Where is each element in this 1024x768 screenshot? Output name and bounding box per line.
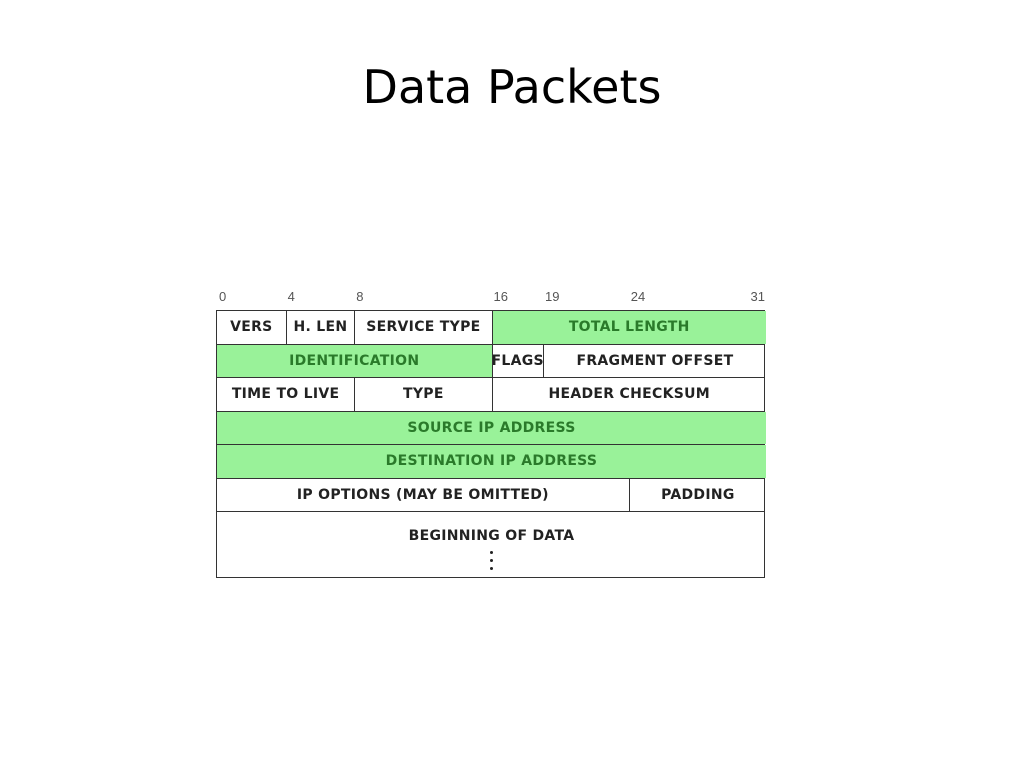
bit-label-19: 19	[544, 289, 560, 304]
field-header-checksum: HEADER CHECKSUM	[491, 378, 767, 411]
field-h-len: H. LEN	[285, 311, 355, 344]
bit-label-31: 31	[750, 289, 765, 304]
field-type: TYPE	[354, 378, 491, 411]
field-fragment-offset: FRAGMENT OFFSET	[542, 344, 766, 377]
bit-position-labels: 0 4 8 16 19 24 31	[216, 289, 765, 307]
packet-row-7: BEGINNING OF DATA	[217, 512, 764, 579]
field-vers: VERS	[230, 319, 273, 336]
vertical-ellipsis-icon	[217, 548, 766, 572]
packet-row-4: SOURCE IP ADDRESS	[217, 411, 766, 445]
field-identification: IDENTIFICATION	[217, 344, 492, 377]
bit-label-8: 8	[356, 289, 364, 304]
field-padding: PADDING	[628, 478, 766, 511]
bit-label-16: 16	[493, 289, 508, 304]
bit-label-24: 24	[630, 289, 646, 304]
slide-title: Data Packets	[362, 60, 662, 114]
field-source-ip-address: SOURCE IP ADDRESS	[217, 411, 766, 444]
field-ip-options-may-be-omitted: IP OPTIONS (MAY BE OMITTED)	[296, 486, 549, 503]
packet-row-5: DESTINATION IP ADDRESS	[217, 445, 766, 479]
field-label: BEGINNING OF DATA	[408, 528, 575, 544]
field-time-to-live: TIME TO LIVE	[231, 386, 340, 403]
field-flags: FLAGS	[491, 344, 543, 377]
bit-label-0: 0	[219, 289, 227, 304]
field-destination-ip-address: DESTINATION IP ADDRESS	[217, 445, 766, 478]
field-service-type: SERVICE TYPE	[354, 311, 491, 344]
bit-label-4: 4	[287, 289, 295, 304]
field-beginning-of-data: BEGINNING OF DATA	[217, 512, 766, 579]
packet-row-6: IP OPTIONS (MAY BE OMITTED) PADDING	[217, 478, 766, 512]
field-total-length: TOTAL LENGTH	[491, 311, 766, 344]
